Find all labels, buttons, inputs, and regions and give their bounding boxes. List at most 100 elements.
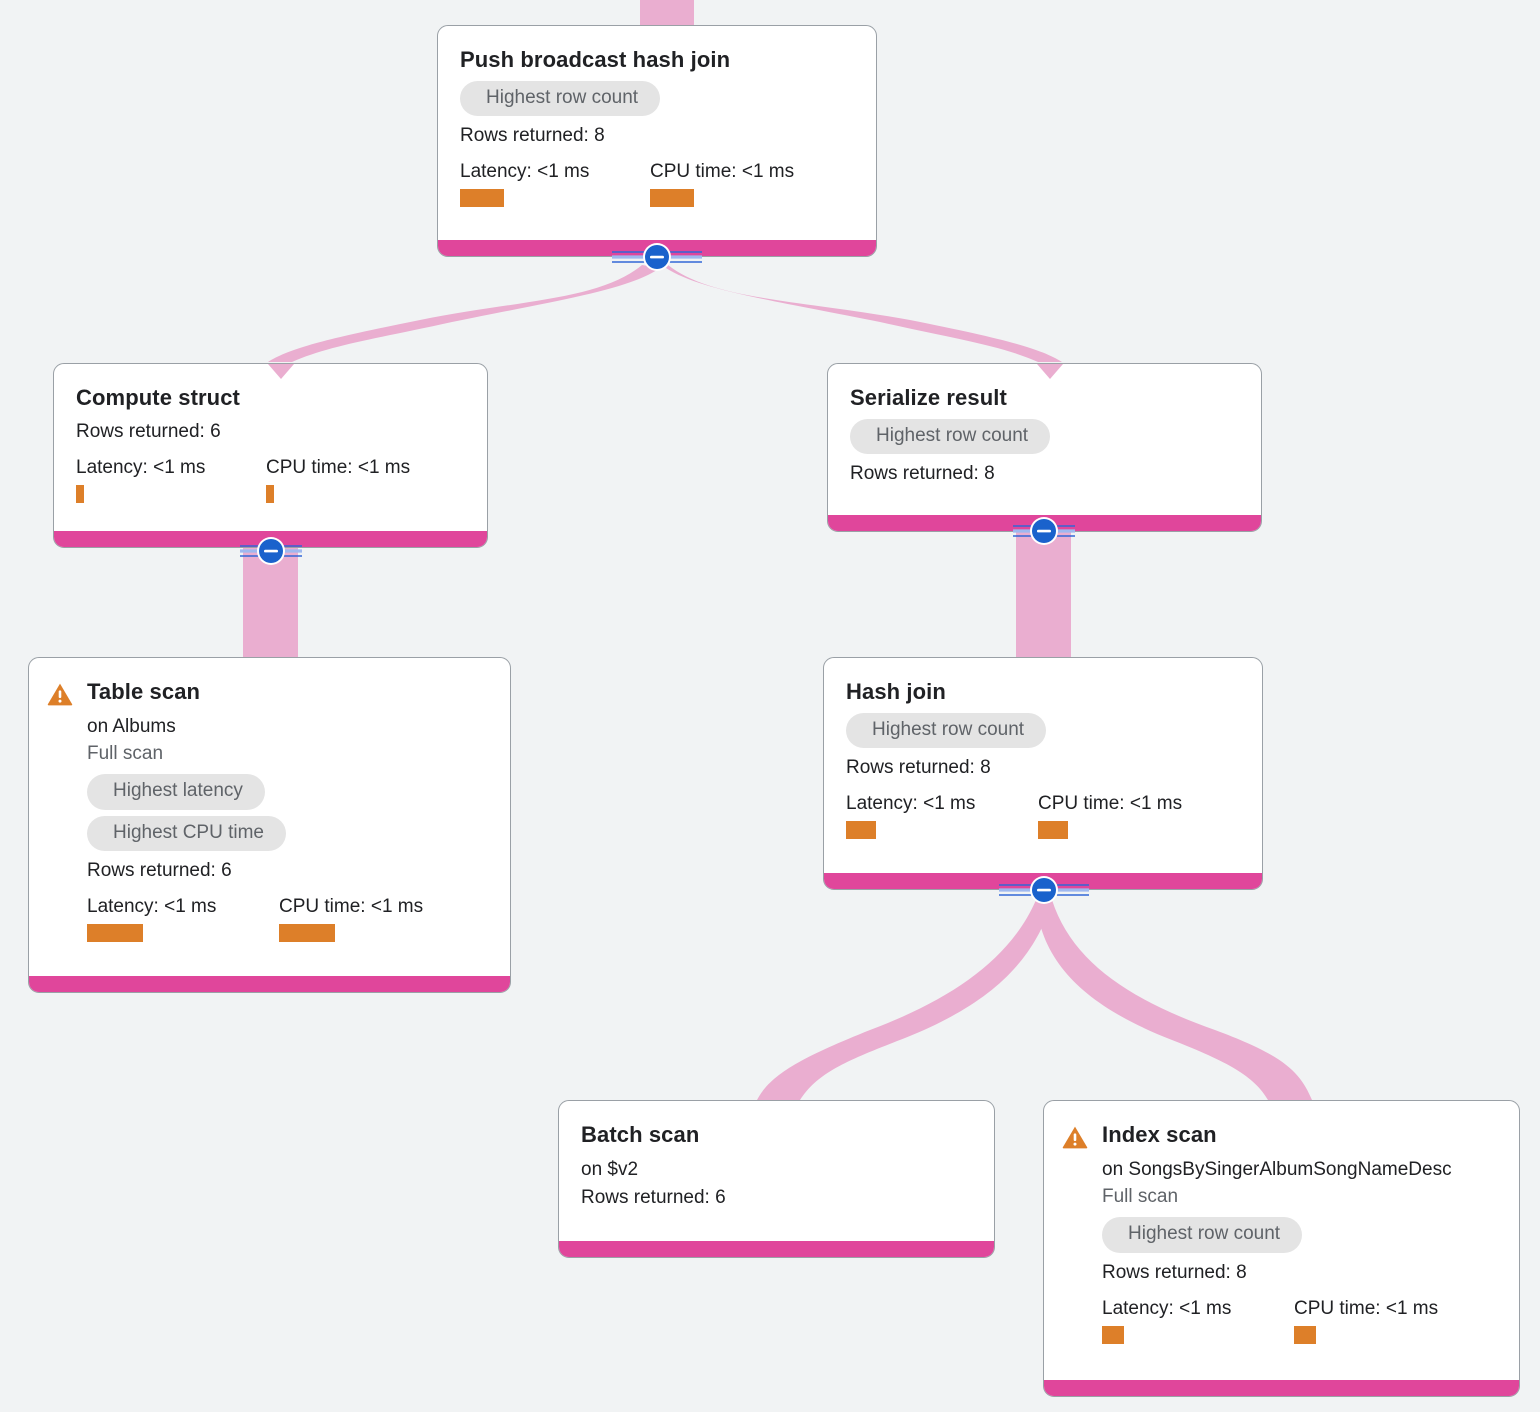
node-title-row: Compute struct Rows returned: 6 Latency:… — [76, 384, 465, 503]
node-footer-bar — [29, 976, 510, 992]
node-title: Push broadcast hash join — [460, 47, 731, 72]
plan-node-table-scan[interactable]: Table scan on Albums Full scan Highest l… — [28, 657, 511, 993]
plan-node-compute-struct[interactable]: Compute struct Rows returned: 6 Latency:… — [53, 363, 488, 548]
node-badges: Highest row count — [460, 80, 854, 117]
node-badges: Highest latency Highest CPU time — [87, 773, 488, 852]
node-title-row: Index scan on SongsBySingerAlbumSongName… — [1062, 1121, 1497, 1344]
cpu-metric: CPU time: <1 ms — [279, 896, 424, 943]
node-title: Batch scan — [581, 1122, 700, 1147]
edge-root-to-compute-struct — [268, 265, 660, 362]
node-title-column: Push broadcast hash join Highest row cou… — [460, 46, 854, 208]
collapse-toggle-serialize-result[interactable] — [995, 514, 1093, 548]
status-badge-latency: Highest latency — [87, 773, 265, 810]
edge-root-to-serialize-result — [666, 265, 1062, 362]
cpu-bar — [1294, 1325, 1316, 1344]
cpu-metric: CPU time: <1 ms — [266, 457, 410, 503]
node-title-row: Hash join Highest row count Rows returne… — [846, 678, 1240, 840]
latency-label: Latency: <1 ms — [76, 456, 206, 478]
edge-incoming-root — [640, 0, 694, 28]
cpu-metric: CPU time: <1 ms — [650, 161, 794, 208]
rows-returned: Rows returned: 8 — [846, 757, 991, 779]
edge-serialize-result-to-hash-join — [1016, 532, 1071, 662]
latency-label: Latency: <1 ms — [460, 161, 590, 183]
status-badge: Highest row count — [850, 418, 1051, 455]
node-title-column: Table scan on Albums Full scan Highest l… — [87, 678, 488, 943]
node-target: on Albums — [87, 715, 176, 737]
plan-node-serialize-result[interactable]: Serialize result Highest row count Rows … — [827, 363, 1262, 532]
cpu-metric: CPU time: <1 ms — [1294, 1298, 1438, 1344]
node-title-row: Batch scan on $v2 Rows returned: 6 — [581, 1121, 972, 1209]
plan-node-index-scan[interactable]: Index scan on SongsBySingerAlbumSongName… — [1043, 1100, 1520, 1397]
node-title-column: Batch scan on $v2 Rows returned: 6 — [581, 1121, 972, 1209]
latency-metric: Latency: <1 ms — [76, 457, 266, 503]
rows-returned: Rows returned: 8 — [850, 463, 995, 485]
latency-metric: Latency: <1 ms — [846, 793, 1038, 840]
cpu-metric: CPU time: <1 ms — [1038, 793, 1183, 840]
node-title-row: Push broadcast hash join Highest row cou… — [460, 46, 854, 208]
node-title: Serialize result — [850, 385, 1007, 410]
plan-node-batch-scan[interactable]: Batch scan on $v2 Rows returned: 6 — [558, 1100, 995, 1258]
node-metrics: Latency: <1 ms CPU time: <1 ms — [87, 896, 488, 943]
cpu-bar — [1038, 821, 1068, 840]
node-metrics: Latency: <1 ms CPU time: <1 ms — [846, 793, 1240, 840]
node-title-row: Table scan on Albums Full scan Highest l… — [47, 678, 488, 943]
cpu-label: CPU time: <1 ms — [1038, 793, 1183, 815]
node-title-row: Serialize result Highest row count Rows … — [850, 384, 1239, 485]
node-target: on SongsBySingerAlbumSongNameDesc — [1102, 1158, 1452, 1180]
latency-label: Latency: <1 ms — [1102, 1297, 1232, 1319]
cpu-label: CPU time: <1 ms — [279, 896, 424, 918]
node-title-column: Hash join Highest row count Rows returne… — [846, 678, 1240, 840]
node-badges: Highest row count — [850, 418, 1239, 455]
status-badge: Highest row count — [846, 712, 1047, 749]
warning-icon — [47, 682, 73, 711]
edge-hash-join-to-index-scan — [1036, 900, 1312, 1100]
latency-metric: Latency: <1 ms — [1102, 1298, 1294, 1344]
edge-hash-join-to-batch-scan — [757, 900, 1052, 1100]
warning-icon — [1062, 1125, 1088, 1154]
node-title-column: Index scan on SongsBySingerAlbumSongName… — [1102, 1121, 1497, 1344]
node-body: Index scan on SongsBySingerAlbumSongName… — [1044, 1101, 1519, 1380]
rows-returned: Rows returned: 8 — [1102, 1261, 1247, 1283]
status-badge: Highest row count — [460, 80, 661, 117]
cpu-bar — [266, 484, 274, 503]
cpu-label: CPU time: <1 ms — [1294, 1297, 1439, 1319]
collapse-toggle-push-broadcast-hash-join[interactable] — [608, 240, 706, 274]
node-title: Hash join — [846, 679, 946, 704]
latency-metric: Latency: <1 ms — [87, 896, 279, 943]
latency-label: Latency: <1 ms — [846, 793, 976, 815]
node-body: Compute struct Rows returned: 6 Latency:… — [54, 364, 487, 531]
node-body: Serialize result Highest row count Rows … — [828, 364, 1261, 515]
collapse-toggle-hash-join[interactable] — [995, 873, 1093, 907]
rows-returned: Rows returned: 8 — [460, 125, 605, 147]
node-title: Table scan — [87, 679, 201, 704]
cpu-label: CPU time: <1 ms — [266, 456, 411, 478]
node-title: Compute struct — [76, 385, 240, 410]
node-scan-type: Full scan — [1102, 1186, 1179, 1208]
plan-node-hash-join[interactable]: Hash join Highest row count Rows returne… — [823, 657, 1263, 890]
status-badge: Highest row count — [1102, 1216, 1303, 1253]
node-body: Table scan on Albums Full scan Highest l… — [29, 658, 510, 976]
cpu-bar — [650, 189, 694, 208]
node-title: Index scan — [1102, 1122, 1217, 1147]
node-metrics: Latency: <1 ms CPU time: <1 ms — [1102, 1298, 1497, 1344]
edge-compute-struct-to-table-scan — [243, 548, 298, 662]
node-badges: Highest row count — [1102, 1216, 1497, 1253]
rows-returned: Rows returned: 6 — [87, 860, 232, 882]
rows-returned: Rows returned: 6 — [76, 420, 221, 442]
node-title-column: Compute struct Rows returned: 6 Latency:… — [76, 384, 465, 503]
node-body: Batch scan on $v2 Rows returned: 6 — [559, 1101, 994, 1241]
node-body: Hash join Highest row count Rows returne… — [824, 658, 1262, 873]
node-body: Push broadcast hash join Highest row cou… — [438, 26, 876, 240]
node-metrics: Latency: <1 ms CPU time: <1 ms — [76, 457, 465, 503]
status-badge-cpu: Highest CPU time — [87, 815, 286, 852]
cpu-bar — [279, 924, 335, 943]
latency-metric: Latency: <1 ms — [460, 161, 650, 208]
plan-node-push-broadcast-hash-join[interactable]: Push broadcast hash join Highest row cou… — [437, 25, 877, 257]
node-title-column: Serialize result Highest row count Rows … — [850, 384, 1239, 485]
latency-bar — [460, 189, 504, 208]
node-scan-type: Full scan — [87, 743, 164, 765]
node-footer-bar — [1044, 1380, 1519, 1396]
collapse-toggle-compute-struct[interactable] — [222, 534, 320, 568]
